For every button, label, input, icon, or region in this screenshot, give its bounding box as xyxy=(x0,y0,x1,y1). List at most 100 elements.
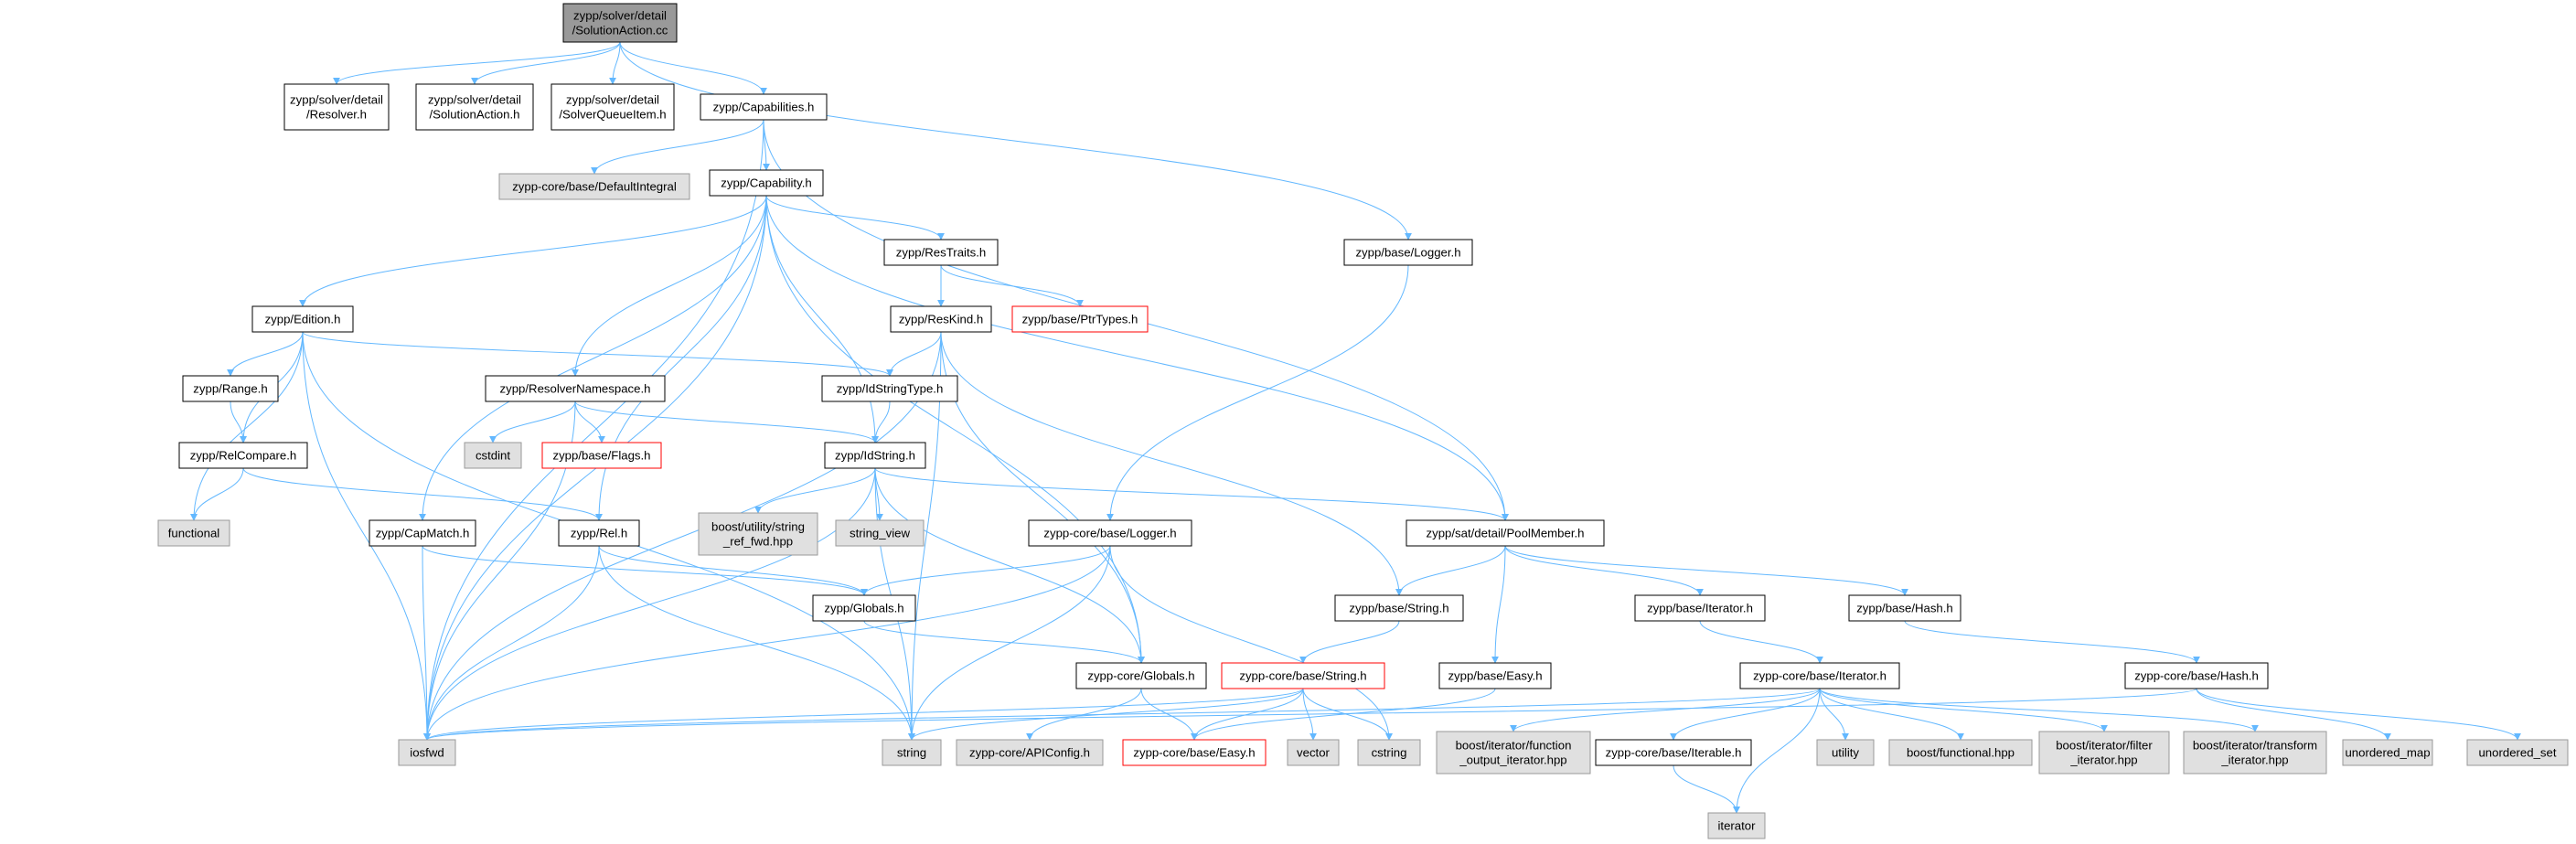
node-rel_h[interactable]: zypp/Rel.h xyxy=(558,519,640,547)
node-box xyxy=(1436,731,1591,775)
node-label: zypp/base/Hash.h xyxy=(1856,602,1953,615)
edge-core_string_h-to-core_easy_h xyxy=(1191,688,1304,741)
edge-core_iterator_h-to-iosfwd xyxy=(423,688,1821,741)
node-base_hash_h[interactable]: zypp/base/Hash.h xyxy=(1848,594,1961,622)
node-capmatch_h[interactable]: zypp/CapMatch.h xyxy=(369,519,476,547)
edge-core_iterator_h-to-transform_iterator xyxy=(1819,688,2259,732)
node-idstringtype_h[interactable]: zypp/IdStringType.h xyxy=(821,375,958,402)
edge-capability_h-to-resolvernamespace_h xyxy=(572,195,767,377)
node-resolvernamespace_h[interactable]: zypp/ResolverNamespace.h xyxy=(485,375,666,402)
node-label: zypp-core/base/DefaultIntegral xyxy=(512,180,677,194)
node-functional: functional xyxy=(157,519,230,547)
node-capability_h[interactable]: zypp/Capability.h xyxy=(709,169,824,197)
node-solutionaction_h[interactable]: zypp/solver/detail/SolutionAction.h xyxy=(415,83,534,131)
node-core_iterator_h[interactable]: zypp-core/base/Iterator.h xyxy=(1739,662,1900,689)
node-iosfwd: iosfwd xyxy=(398,739,456,766)
node-label: zypp/base/PtrTypes.h xyxy=(1022,313,1138,326)
edge-resolvernamespace_h-to-cstdint xyxy=(489,401,576,443)
node-label: /Resolver.h xyxy=(306,108,367,122)
node-label: _iterator.hpp xyxy=(2220,753,2288,767)
edge-edition_h-to-functional xyxy=(190,331,304,521)
node-relcompare_h[interactable]: zypp/RelCompare.h xyxy=(178,442,308,469)
edge-core_hash_h-to-unordered_set xyxy=(2196,688,2521,741)
node-label: string_view xyxy=(850,527,910,540)
node-box xyxy=(369,519,476,547)
node-box xyxy=(883,239,999,266)
node-box xyxy=(1343,239,1473,266)
node-box xyxy=(1595,739,1752,766)
node-poolmember_h[interactable]: zypp/sat/detail/PoolMember.h xyxy=(1406,519,1605,547)
node-label: zypp/solver/detail xyxy=(290,93,383,107)
node-idstring_h[interactable]: zypp/IdString.h xyxy=(824,442,926,469)
node-base_string_h[interactable]: zypp/base/String.h xyxy=(1334,594,1464,622)
node-box xyxy=(2038,731,2170,775)
node-reskind_h[interactable]: zypp/ResKind.h xyxy=(890,305,992,333)
node-boost_functional: boost/functional.hpp xyxy=(1888,739,2033,766)
node-string_view: string_view xyxy=(835,519,925,547)
node-solverqueueitem_h[interactable]: zypp/solver/detail/SolverQueueItem.h xyxy=(550,83,675,131)
node-box xyxy=(1221,662,1385,689)
edge-idstring_h-to-string_ref_fwd xyxy=(754,467,876,514)
node-label: zypp/base/String.h xyxy=(1349,602,1448,615)
node-resolver_h[interactable]: zypp/solver/detail/Resolver.h xyxy=(283,83,390,131)
node-box xyxy=(157,519,230,547)
node-string: string xyxy=(882,739,942,766)
node-box xyxy=(1287,739,1340,766)
node-base_iterator_h[interactable]: zypp/base/Iterator.h xyxy=(1634,594,1766,622)
node-restraits_h[interactable]: zypp/ResTraits.h xyxy=(883,239,999,266)
node-label: _output_iterator.hpp xyxy=(1459,753,1566,767)
node-utility: utility xyxy=(1816,739,1875,766)
edge-edition_h-to-idstringtype_h xyxy=(302,331,893,377)
edge-root-to-solverqueueitem_h xyxy=(609,41,621,85)
edge-rel_h-to-iosfwd xyxy=(423,545,600,741)
node-core_logger_h[interactable]: zypp-core/base/Logger.h xyxy=(1028,519,1192,547)
edge-root-to-solutionaction_h xyxy=(471,41,621,85)
node-unordered_set: unordered_set xyxy=(2466,739,2569,766)
node-ptrtypes_h[interactable]: zypp/base/PtrTypes.h xyxy=(1011,305,1149,333)
node-globals_h[interactable]: zypp/Globals.h xyxy=(812,594,916,622)
edge-poolmember_h-to-base_hash_h xyxy=(1504,545,1908,596)
node-label: zypp/ResolverNamespace.h xyxy=(500,382,651,396)
node-base_logger_h[interactable]: zypp/base/Logger.h xyxy=(1343,239,1473,266)
node-box xyxy=(558,519,640,547)
node-box xyxy=(283,83,390,131)
node-box xyxy=(821,375,958,402)
node-label: zypp/Globals.h xyxy=(824,602,903,615)
node-core_iterable_h[interactable]: zypp-core/base/Iterable.h xyxy=(1595,739,1752,766)
nodes-layer: zypp/solver/detail/SolutionAction.cczypp… xyxy=(157,3,2569,839)
node-label: /SolverQueueItem.h xyxy=(559,108,666,122)
node-box xyxy=(485,375,666,402)
edge-capability_h-to-poolmember_h xyxy=(765,195,1509,521)
node-core_globals_h[interactable]: zypp-core/Globals.h xyxy=(1075,662,1207,689)
node-label: functional xyxy=(168,527,220,540)
node-flags_h[interactable]: zypp/base/Flags.h xyxy=(541,442,662,469)
edge-idstring_h-to-core_globals_h xyxy=(874,467,1145,664)
edge-root-to-base_logger_h xyxy=(619,41,1412,240)
node-core_string_h[interactable]: zypp-core/base/String.h xyxy=(1221,662,1385,689)
node-label: unordered_map xyxy=(2345,746,2430,760)
node-defaultintegral: zypp-core/base/DefaultIntegral xyxy=(498,173,690,200)
node-core_easy_h[interactable]: zypp-core/base/Easy.h xyxy=(1122,739,1267,766)
node-cstdint: cstdint xyxy=(464,442,522,469)
node-box xyxy=(251,305,354,333)
node-capabilities_h[interactable]: zypp/Capabilities.h xyxy=(700,93,828,121)
node-box xyxy=(709,169,824,197)
node-function_output_iterator: boost/iterator/function_output_iterator.… xyxy=(1436,731,1591,775)
edge-edition_h-to-range_h xyxy=(227,331,304,377)
node-box xyxy=(2342,739,2433,766)
node-box xyxy=(1634,594,1766,622)
edge-core_iterator_h-to-function_output_iterator xyxy=(1510,688,1821,732)
node-base_easy_h[interactable]: zypp/base/Easy.h xyxy=(1438,662,1552,689)
edge-core_globals_h-to-apiconfig_h xyxy=(1026,688,1142,741)
node-range_h[interactable]: zypp/Range.h xyxy=(182,375,279,402)
node-box xyxy=(1816,739,1875,766)
edge-reskind_h-to-base_string_h xyxy=(940,331,1403,596)
node-label: zypp/solver/detail xyxy=(573,9,667,23)
edge-capability_h-to-edition_h xyxy=(299,195,767,307)
node-label: zypp/ResTraits.h xyxy=(896,246,986,260)
node-label: zypp/base/Iterator.h xyxy=(1647,602,1753,615)
node-edition_h[interactable]: zypp/Edition.h xyxy=(251,305,354,333)
edge-core_logger_h-to-globals_h xyxy=(860,545,1111,596)
edge-core_iterator_h-to-iterator xyxy=(1733,688,1821,814)
node-core_hash_h[interactable]: zypp-core/base/Hash.h xyxy=(2124,662,2269,689)
